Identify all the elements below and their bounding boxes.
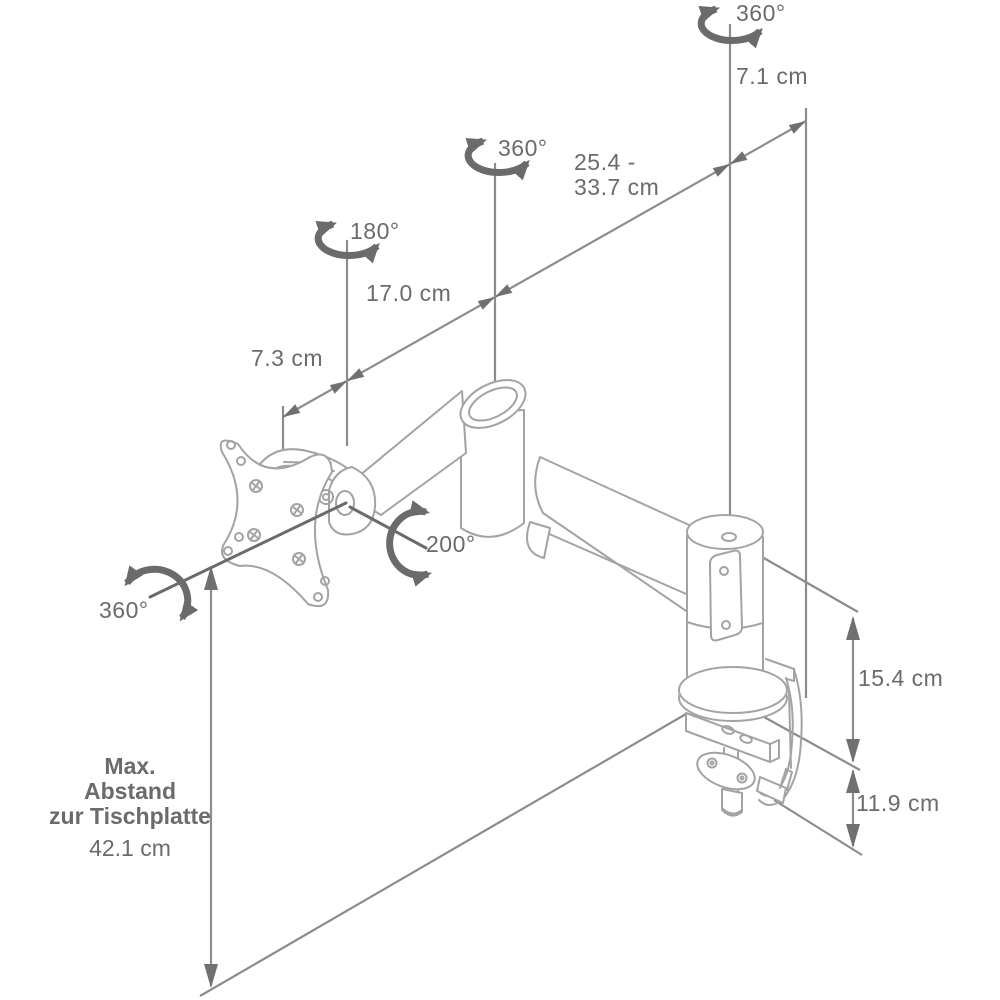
rotation-arrow-top-360 [697,5,763,49]
label-clamp-range: 11.9 cm [856,790,940,816]
base-plate-top [678,666,788,714]
label-max-line1: Max. [104,753,156,779]
vesa-plate [219,439,333,608]
vesa-screws [247,479,306,566]
vesa-hole [234,532,244,542]
label-top-offset: 7.1 cm [736,63,809,89]
tick-column-top [761,556,859,613]
label-reach-range: 25.4 - 33.7 cm [574,150,659,200]
label-swivel-mid: 360° [498,135,548,161]
label-max-line2: Abstand [84,778,176,804]
label-swivel-top: 360° [736,0,786,26]
label-max-distance-block: Max. Abstand zur Tischplatte 42.1 cm [30,754,230,861]
label-tilt-range: 200° [426,531,476,557]
label-column-height: 15.4 cm [858,665,944,691]
head-pivot [335,490,355,516]
lower-arm-lug [526,521,551,559]
desk-clamp [678,666,788,817]
rotation-arrow-tilt-200 [386,500,433,587]
rotation-arrow-vesa-360 [124,565,199,622]
rotation-arrows [124,5,763,622]
head-joint-housing [328,466,377,536]
label-rotate-vesa: 360° [99,597,149,623]
column-bracket [709,549,743,642]
column-cap-hole [721,532,737,542]
tick-desk-level [763,716,861,771]
column-cap [686,514,764,550]
label-max-line3: zur Tischplatte [49,803,211,829]
label-head-depth: 7.3 cm [251,345,324,371]
clamp-foot [721,788,743,817]
monitor-arm-illustration [219,379,803,817]
label-reach-min: 25.4 - [574,149,636,175]
lower-arm [526,456,715,631]
rotation-arrow-180 [314,220,380,264]
elbow-joint [460,409,525,538]
tick-clamp-bottom [773,799,863,856]
label-arm-length: 17.0 cm [366,280,452,306]
label-max-value: 42.1 cm [89,835,171,861]
dimension-arrowheads [204,121,860,988]
clamp-strap [756,658,803,806]
upper-arm-end-cap [459,379,527,429]
vesa-hole [236,456,246,466]
vesa-hole [320,576,330,586]
label-reach-max: 33.7 cm [574,174,660,200]
label-swivel-head: 180° [350,218,400,244]
desk-edge-line [199,713,687,997]
rotation-arrow-mid-360 [464,137,530,181]
upper-arm [259,379,527,536]
vesa-hole [313,592,323,602]
vesa-hole [226,440,236,450]
dimension-lines [199,24,863,997]
vesa-hole [223,546,233,556]
